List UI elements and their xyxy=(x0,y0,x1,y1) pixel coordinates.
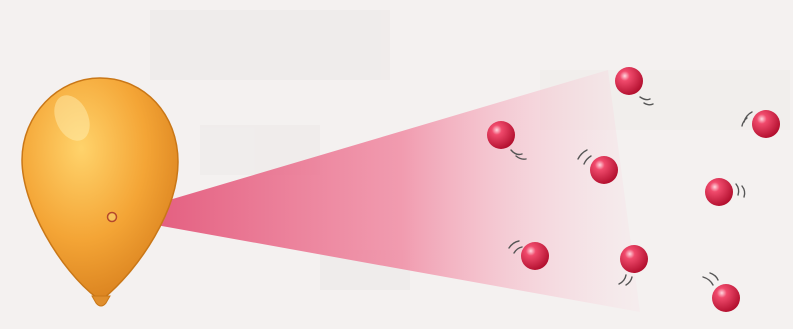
magnified-point xyxy=(108,213,117,222)
balloon-knot xyxy=(92,296,110,306)
gas-particle xyxy=(615,67,643,95)
balloon xyxy=(22,78,178,306)
gas-particle xyxy=(620,245,648,273)
gas-particle xyxy=(705,178,733,206)
gas-particle xyxy=(712,284,740,312)
gas-particle xyxy=(521,242,549,270)
gas-particle xyxy=(487,121,515,149)
gas-particle xyxy=(590,156,618,184)
gas-particle xyxy=(752,110,780,138)
